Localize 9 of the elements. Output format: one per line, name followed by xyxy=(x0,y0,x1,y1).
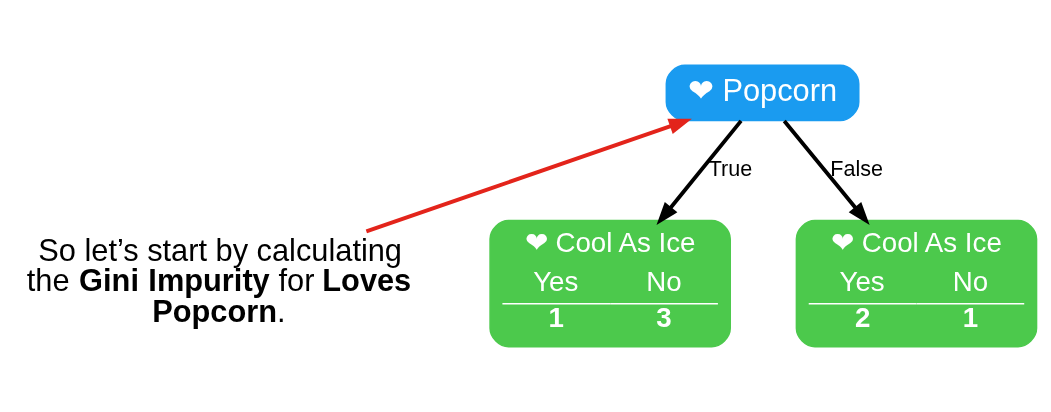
node-box: ❤ Popcorn xyxy=(665,64,860,122)
node-box: ❤ Cool As Ice Yes No 1 3 xyxy=(489,219,731,348)
edge-label: True xyxy=(708,157,753,182)
arrow xyxy=(365,118,692,234)
arrow xyxy=(782,119,870,226)
node-box: ❤ Cool As Ice Yes No 2 1 xyxy=(795,219,1038,348)
arrow xyxy=(656,119,743,226)
node-text: So let’s start by calculating the Gini Impurity for Loves Popcorn. xyxy=(26,232,412,330)
edge-label: False xyxy=(830,157,883,182)
